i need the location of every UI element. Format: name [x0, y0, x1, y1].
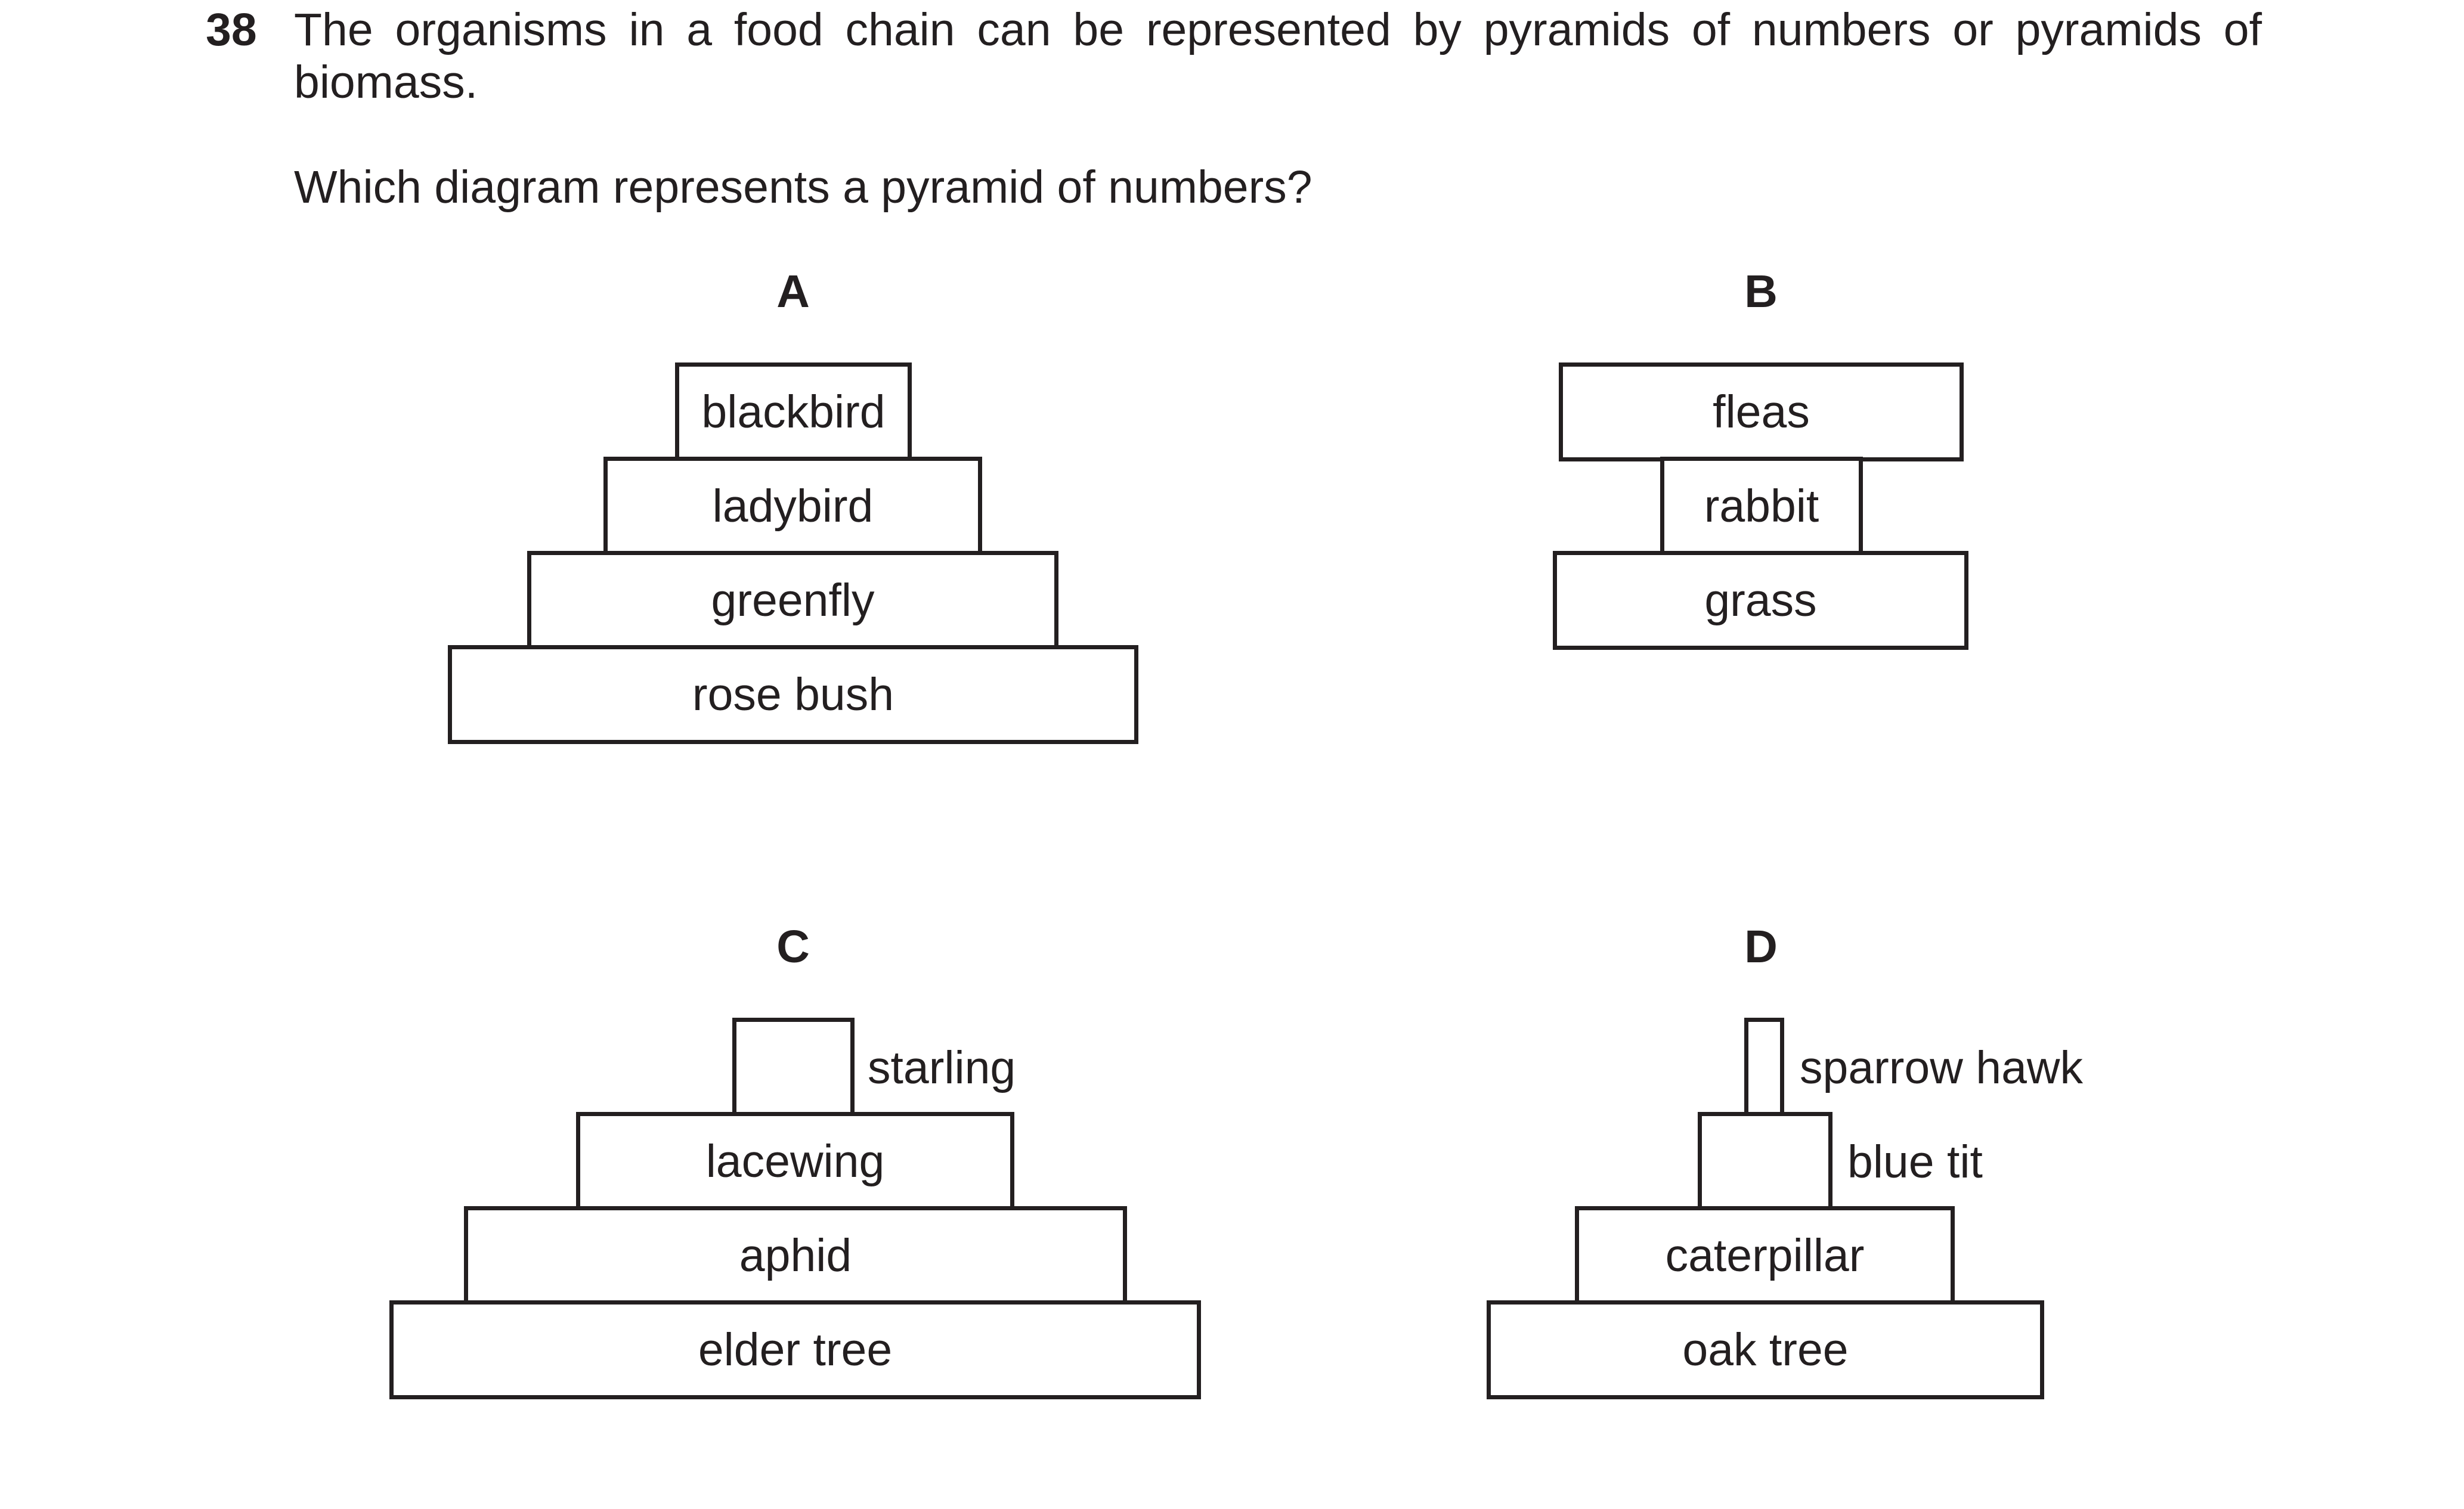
tier-side-label: starling — [868, 1042, 1016, 1093]
pyramid-tier-top: fleas — [1559, 362, 1964, 461]
pyramid-tier-base: oak tree — [1487, 1300, 2044, 1399]
pyramid-tier-base: elder tree — [389, 1300, 1201, 1399]
pyramid-tier-top: blackbird — [675, 362, 912, 461]
pyramid-tier-base: rose bush — [448, 645, 1138, 744]
pyramid-tier-top-unlabeled — [732, 1018, 855, 1117]
question-number: 38 — [206, 4, 257, 55]
option-letter: D — [1744, 921, 1778, 972]
pyramid-tier: lacewing — [576, 1112, 1014, 1211]
tier-side-label: sparrow hawk — [1800, 1042, 2084, 1093]
pyramid-tier: rabbit — [1660, 457, 1863, 556]
option-letter: C — [776, 921, 810, 972]
option-letter: A — [776, 266, 810, 317]
option-letter: B — [1744, 266, 1778, 317]
question-prompt: Which diagram represents a pyramid of nu… — [294, 162, 1313, 213]
tier-side-label: blue tit — [1847, 1136, 1983, 1188]
pyramid-tier: greenfly — [527, 551, 1058, 650]
pyramid-tier-base: grass — [1553, 551, 1968, 650]
pyramid-tier: ladybird — [603, 457, 982, 556]
pyramid-tier: caterpillar — [1575, 1206, 1955, 1305]
question-stem: The organisms in a food chain can be rep… — [294, 4, 2262, 108]
pyramid-tier-unlabeled — [1698, 1112, 1832, 1211]
pyramid-tier: aphid — [464, 1206, 1127, 1305]
pyramid-tier-top-unlabeled — [1744, 1018, 1784, 1117]
